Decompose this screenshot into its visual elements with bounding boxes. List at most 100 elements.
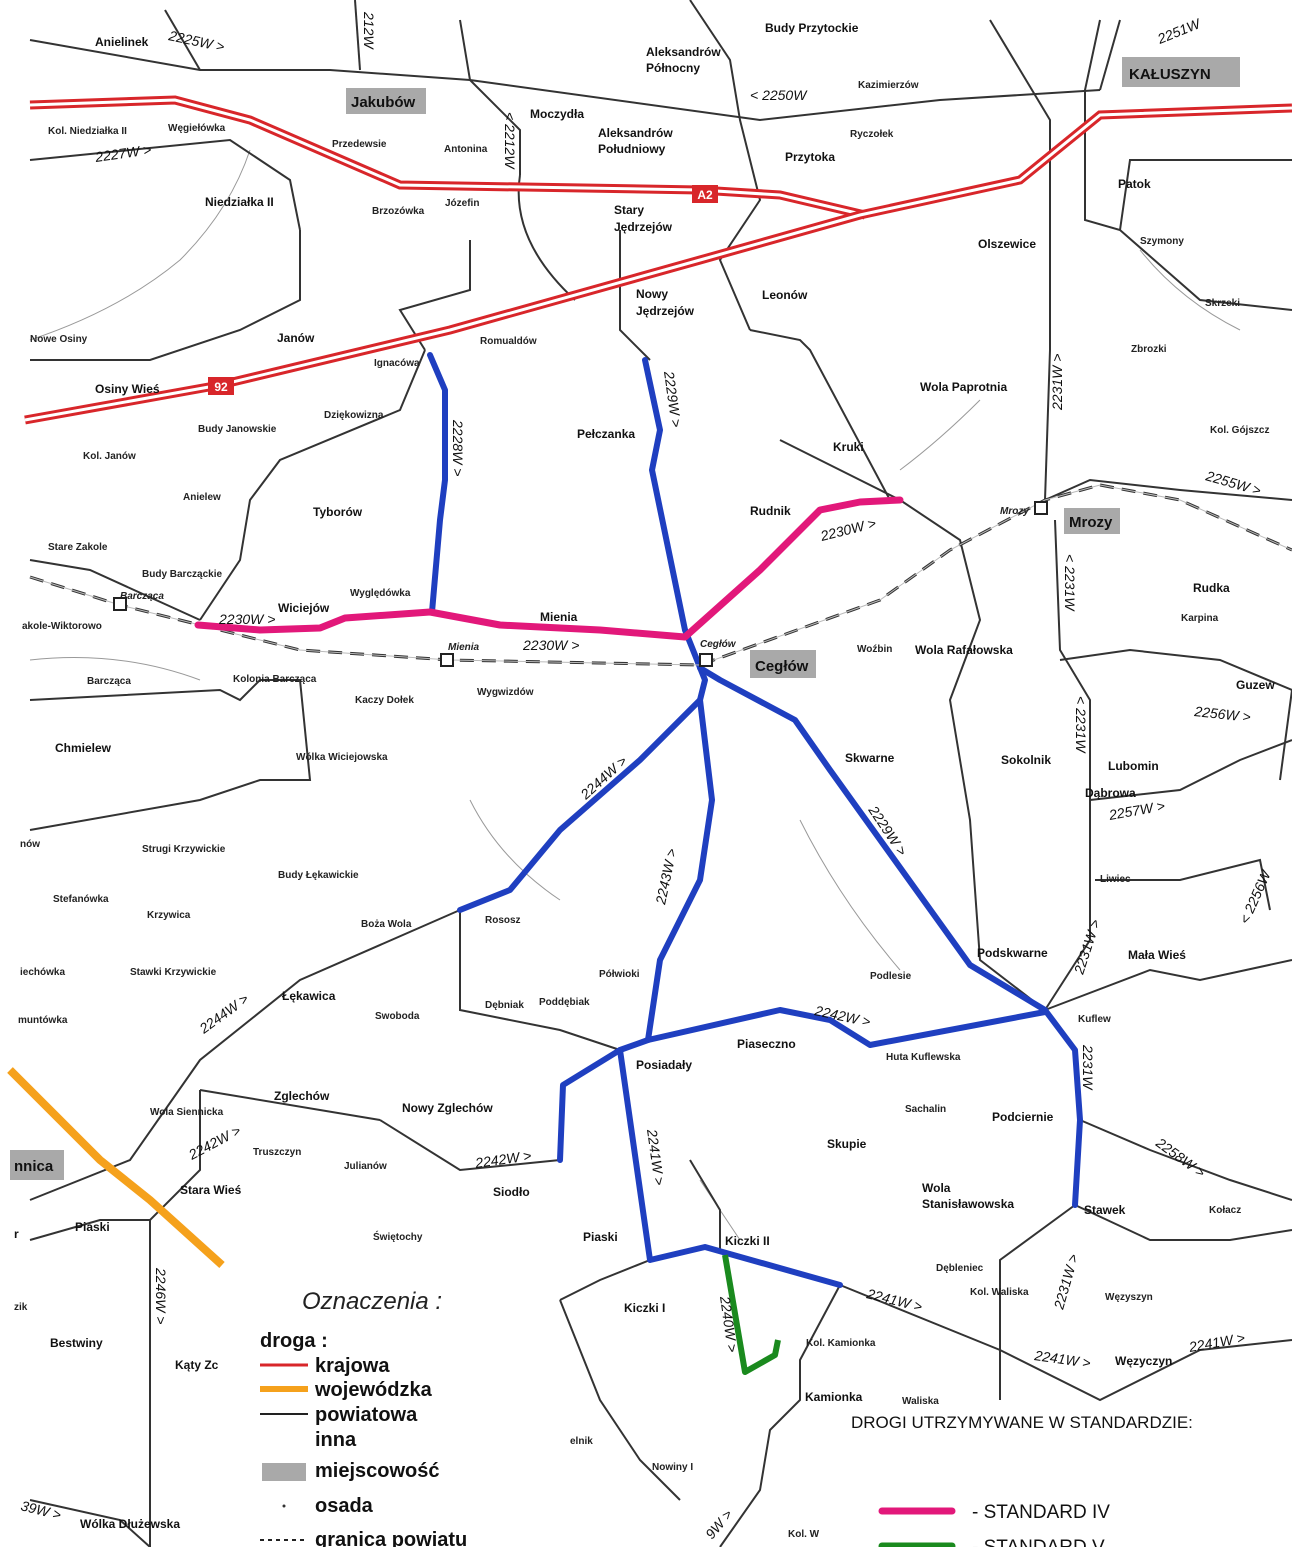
legend-locality-label: miejscowość bbox=[315, 1460, 440, 1482]
road-label: 2242W > bbox=[185, 1122, 243, 1163]
place-label: Szymony bbox=[1140, 236, 1184, 247]
mrozy-station-icon bbox=[1034, 501, 1048, 515]
place-label: Guzew bbox=[1236, 678, 1275, 692]
place-label: Wiciejów bbox=[278, 601, 330, 615]
place-label: Osiny Wieś bbox=[95, 382, 160, 396]
place-label: Piaski bbox=[75, 1220, 110, 1234]
ceglow-station-icon bbox=[699, 653, 713, 667]
place-label: Dębniak bbox=[485, 1000, 524, 1011]
barczaca-station-icon bbox=[113, 597, 127, 611]
place-label: Swoboda bbox=[375, 1011, 420, 1022]
place-label: Janów bbox=[277, 331, 315, 345]
place-label: Sachalin bbox=[905, 1104, 946, 1115]
nnica-box bbox=[10, 1150, 64, 1180]
road-label: 2231W bbox=[1080, 1044, 1096, 1091]
road-label: < 2256W bbox=[1236, 867, 1274, 927]
place-label: Mrozy bbox=[1069, 514, 1113, 531]
place-label: nnica bbox=[14, 1158, 54, 1175]
place-label: Lubomin bbox=[1108, 759, 1159, 773]
place-label: Stare Zakole bbox=[48, 542, 108, 553]
standard-iv-roads bbox=[194, 496, 904, 641]
place-label: r bbox=[14, 1227, 19, 1241]
place-label: Mienia bbox=[540, 610, 578, 624]
place-label: Jędrzejów bbox=[636, 304, 695, 318]
other-roads bbox=[29, 149, 1241, 1241]
road-label: 2230W > bbox=[218, 611, 275, 627]
place-label: Pełczanka bbox=[577, 427, 635, 441]
road-label: 2244W > bbox=[196, 990, 252, 1037]
place-label: Rososz bbox=[485, 915, 521, 926]
road-label: 2229W > bbox=[661, 369, 685, 428]
n92-badge bbox=[208, 377, 234, 395]
place-label: Aleksandrów bbox=[646, 45, 721, 59]
place-label: Strugi Krzywickie bbox=[142, 844, 226, 855]
place-label: Skrzeki bbox=[1205, 298, 1240, 309]
place-label: Węgiełówka bbox=[168, 123, 226, 134]
legend-droga-label: droga : bbox=[260, 1330, 328, 1352]
place-label: Półwioki bbox=[599, 969, 640, 980]
place-label: Kiczki II bbox=[725, 1234, 770, 1248]
place-label: Brzozówka bbox=[372, 206, 425, 217]
place-label: zik bbox=[14, 1302, 28, 1313]
place-label: Budy Janowskie bbox=[198, 424, 277, 435]
county-roads bbox=[29, 0, 1292, 1547]
road-label: 2228W > bbox=[450, 419, 466, 476]
place-label: Patok bbox=[1118, 177, 1151, 191]
place-label: Kazimierzów bbox=[858, 80, 919, 91]
place-label: Piaseczno bbox=[737, 1037, 796, 1051]
place-label: Wólka Dłużewska bbox=[80, 1517, 180, 1531]
standards-title: DROGI UTRZYMYWANE W STANDARDZIE: bbox=[851, 1413, 1193, 1432]
road-label: 2230W > bbox=[522, 637, 579, 653]
place-label: Sokolnik bbox=[1001, 753, 1051, 767]
place-label: Ryczołek bbox=[850, 129, 894, 140]
legend-locality-swatch bbox=[262, 1463, 306, 1481]
place-label: Kołacz bbox=[1209, 1205, 1241, 1216]
place-label: Rudka bbox=[1193, 581, 1230, 595]
standard-iv-label: - STANDARD IV bbox=[972, 1502, 1110, 1523]
legend-voivodeship-label: wojewódzka bbox=[314, 1379, 433, 1401]
place-label: Kol. Niedziałka II bbox=[48, 126, 127, 137]
place-label: Nowy Zglechów bbox=[402, 1101, 493, 1115]
road-label: 2231W > bbox=[1070, 917, 1103, 977]
road-label: 2225W > bbox=[166, 27, 226, 55]
place-label: Olszewice bbox=[978, 237, 1036, 251]
place-label: Budy Łękawickie bbox=[278, 870, 359, 881]
place-label: Antonina bbox=[444, 144, 488, 155]
legend-other-label: inna bbox=[315, 1429, 357, 1451]
place-label: Julianów bbox=[344, 1161, 387, 1172]
place-label: Truszczyn bbox=[253, 1147, 301, 1158]
place-label: Krzywica bbox=[147, 910, 191, 921]
place-label: Boża Wola bbox=[361, 919, 412, 930]
a2-badge bbox=[692, 185, 718, 203]
place-label: Moczydła bbox=[530, 107, 584, 121]
place-label: Woźbin bbox=[857, 644, 892, 655]
place-label: Kol. Waliska bbox=[970, 1287, 1029, 1298]
place-label: Barcząca bbox=[120, 591, 164, 602]
road-label: 2231W > bbox=[1050, 1252, 1081, 1312]
place-label: Stefanówka bbox=[53, 894, 109, 905]
place-label: KAŁUSZYN bbox=[1129, 66, 1211, 83]
legend-county-label: powiatowa bbox=[315, 1404, 418, 1426]
place-label: Wyględówka bbox=[350, 588, 411, 599]
road-label: 39W > bbox=[19, 1497, 63, 1522]
legend: Oznaczenia : droga : krajowa wojewódzka … bbox=[260, 1288, 467, 1547]
ceglow-box bbox=[750, 650, 816, 678]
place-label: Piaski bbox=[583, 1230, 618, 1244]
place-label: Kol. Kamionka bbox=[806, 1338, 876, 1349]
place-label: Posiadały bbox=[636, 1058, 692, 1072]
maintained-roads-blue bbox=[427, 352, 1083, 1288]
standards-key: DROGI UTRZYMYWANE W STANDARDZIE: - STAND… bbox=[851, 1413, 1193, 1547]
place-label: Świętochy bbox=[373, 1230, 423, 1243]
place-label: Wola Siennicka bbox=[150, 1107, 224, 1118]
place-label: Wola Paprotnia bbox=[920, 380, 1007, 394]
place-label: Wola Rafałowska bbox=[915, 643, 1013, 657]
road-label: 2251W bbox=[1154, 15, 1204, 47]
legend-settlement-label: osada bbox=[315, 1495, 374, 1517]
standard-v-label: - STANDARD V bbox=[972, 1537, 1105, 1547]
place-label: elnik bbox=[570, 1436, 593, 1447]
place-label: Liwiec bbox=[1100, 874, 1131, 885]
railway bbox=[29, 483, 1292, 667]
place-label: Stawek bbox=[1084, 1203, 1126, 1217]
place-label: Podlesie bbox=[870, 971, 912, 982]
place-label: Kol. Janów bbox=[83, 451, 136, 462]
